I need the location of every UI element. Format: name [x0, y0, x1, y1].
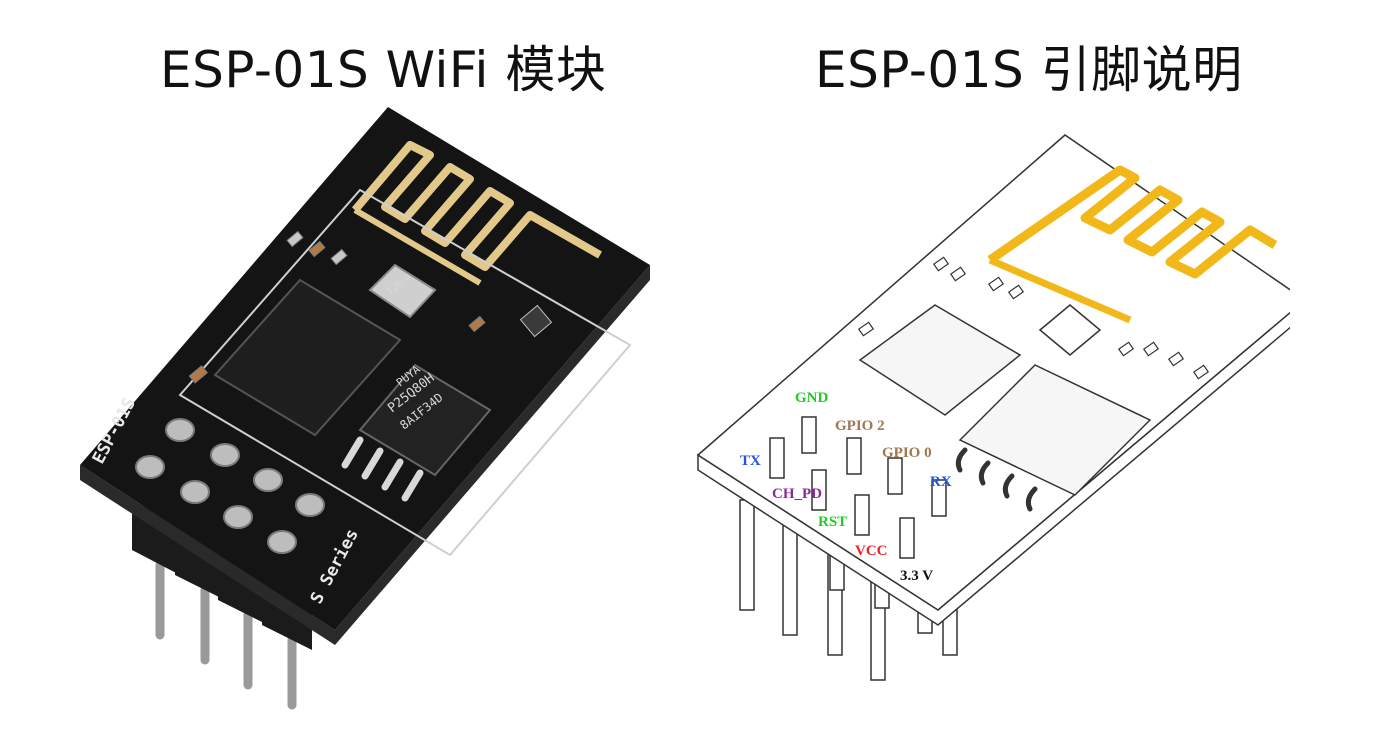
diagram-antenna: [987, 165, 1278, 279]
pinout-title: ESP-01S 引脚说明: [815, 41, 1243, 99]
pin-label-3v3: 3.3 V: [900, 568, 933, 584]
header-pins-legs: [155, 560, 297, 710]
flash-chip: [358, 363, 492, 477]
pcb-antenna: [351, 141, 602, 271]
pin-label-rx: RX: [930, 474, 952, 490]
diagram-smd: [857, 256, 1210, 380]
pinout-diagram: GND GPIO 2 GPIO 0 RX TX CH_PD RST VCC 3.…: [690, 120, 1307, 720]
photo-title: ESP-01S WiFi 模块: [160, 41, 607, 99]
header-pin-heads: [135, 418, 325, 554]
silk-frame: [178, 188, 632, 557]
diagram-flash-legs: [955, 447, 1038, 512]
pin-label-rst: RST: [818, 514, 847, 530]
diagram-antenna-feed: [988, 256, 1132, 324]
diagram-crystal: [1038, 304, 1102, 356]
pin-label-gpio2: GPIO 2: [835, 418, 885, 434]
diagram-chip-flash: [958, 364, 1152, 496]
esp8285-chip: [213, 278, 402, 437]
pin-label-ch-pd: CH_PD: [772, 486, 822, 502]
module-photo: T26.0 PUYA P25Q80H 8AIF34D ESP-01S S Ser…: [70, 95, 670, 735]
diagram-pin-stubs: [769, 416, 947, 559]
pin-label-gpio0: GPIO 0: [882, 445, 932, 461]
pin-label-tx: TX: [740, 453, 761, 469]
diagram-chip-main: [858, 304, 1022, 416]
flash-legs: [341, 436, 424, 502]
pin-label-gnd: GND: [795, 390, 829, 406]
antenna-feed: [353, 207, 482, 286]
pin-label-vcc: VCC: [855, 543, 888, 559]
smd-components: [188, 230, 553, 384]
crystal: [368, 263, 437, 319]
